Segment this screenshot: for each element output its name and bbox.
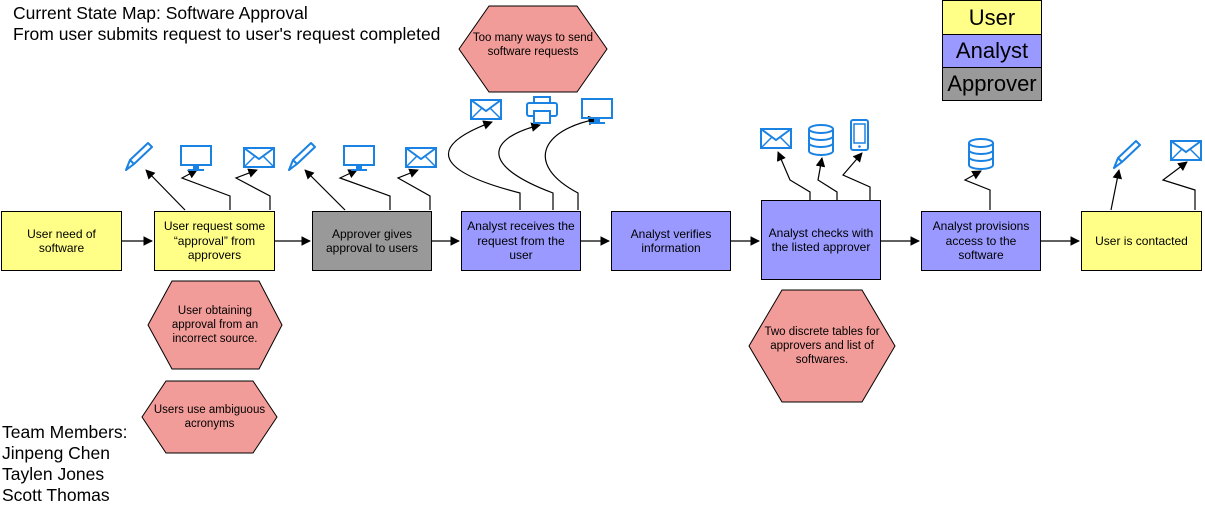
step-user-contacted: User is contacted <box>1081 211 1202 271</box>
electronic-connector <box>180 169 231 210</box>
legend-user: User <box>942 0 1042 35</box>
step-user-need: User need of software <box>1 211 122 271</box>
step-approver-gives: Approver gives approval to users <box>312 211 432 271</box>
monitor-icon <box>581 98 613 125</box>
envelope-icon <box>405 147 437 168</box>
problem-text: Users use ambiguous acronyms <box>153 404 266 430</box>
mobile-phone-icon <box>850 119 869 151</box>
legend-analyst: Analyst <box>942 34 1042 68</box>
legend-approver: Approver <box>942 67 1042 101</box>
electronic-connector <box>963 170 991 210</box>
pencil-icon <box>125 142 153 171</box>
icons <box>125 96 1202 172</box>
database-icon <box>968 138 994 170</box>
electronic-connector <box>338 169 391 210</box>
problem-text: Two discrete tables for approvers and li… <box>764 326 880 366</box>
manual-connector <box>145 169 186 211</box>
problem-text: User obtaining approval from an incorrec… <box>171 305 259 345</box>
team-member: Jinpeng Chen <box>2 443 110 463</box>
icon-connectors <box>145 115 1196 211</box>
manual-connector <box>1110 169 1123 211</box>
electronic-connector <box>1161 161 1196 210</box>
step-analyst-checks: Analyst checks with the listed approver <box>761 200 881 280</box>
team-member: Taylen Jones <box>2 464 105 484</box>
team-heading: Team Members: <box>2 422 128 442</box>
envelope-icon <box>1170 140 1202 161</box>
envelope-icon <box>243 147 275 168</box>
problem-hexagon <box>147 280 283 370</box>
electronic-connector <box>498 122 554 210</box>
problem-hexagon <box>141 380 278 454</box>
step-user-request: User request some “approval” from approv… <box>154 211 275 271</box>
electronic-connector <box>815 157 838 200</box>
page-subtitle: From user submits request to user's requ… <box>13 24 441 44</box>
step-analyst-receives: Analyst receives the request from the us… <box>461 211 581 271</box>
problem-hexagon <box>748 289 896 403</box>
printer-icon <box>526 96 558 124</box>
electronic-connector <box>776 151 811 200</box>
electronic-connector <box>544 115 598 210</box>
pencil-icon <box>1113 140 1141 169</box>
team-member: Scott Thomas <box>2 485 110 505</box>
step-analyst-verifies: Analyst verifies information <box>611 211 731 271</box>
electronic-connector <box>396 168 431 210</box>
electronic-connector <box>842 152 871 200</box>
problem-shapes <box>141 5 896 454</box>
database-icon <box>808 124 834 156</box>
electronic-connector <box>448 120 521 210</box>
monitor-icon <box>343 145 375 172</box>
problem-hexagon <box>458 5 608 93</box>
manual-connector <box>304 169 346 211</box>
envelope-icon <box>760 128 792 149</box>
monitor-icon <box>180 145 212 172</box>
electronic-connector <box>234 168 271 210</box>
envelope-icon <box>470 99 502 120</box>
step-analyst-provisions: Analyst provisions access to the softwar… <box>921 211 1041 271</box>
pencil-icon <box>288 142 316 171</box>
page-title: Current State Map: Software Approval <box>13 3 308 23</box>
problem-text: Too many ways to send software requests <box>472 32 594 58</box>
